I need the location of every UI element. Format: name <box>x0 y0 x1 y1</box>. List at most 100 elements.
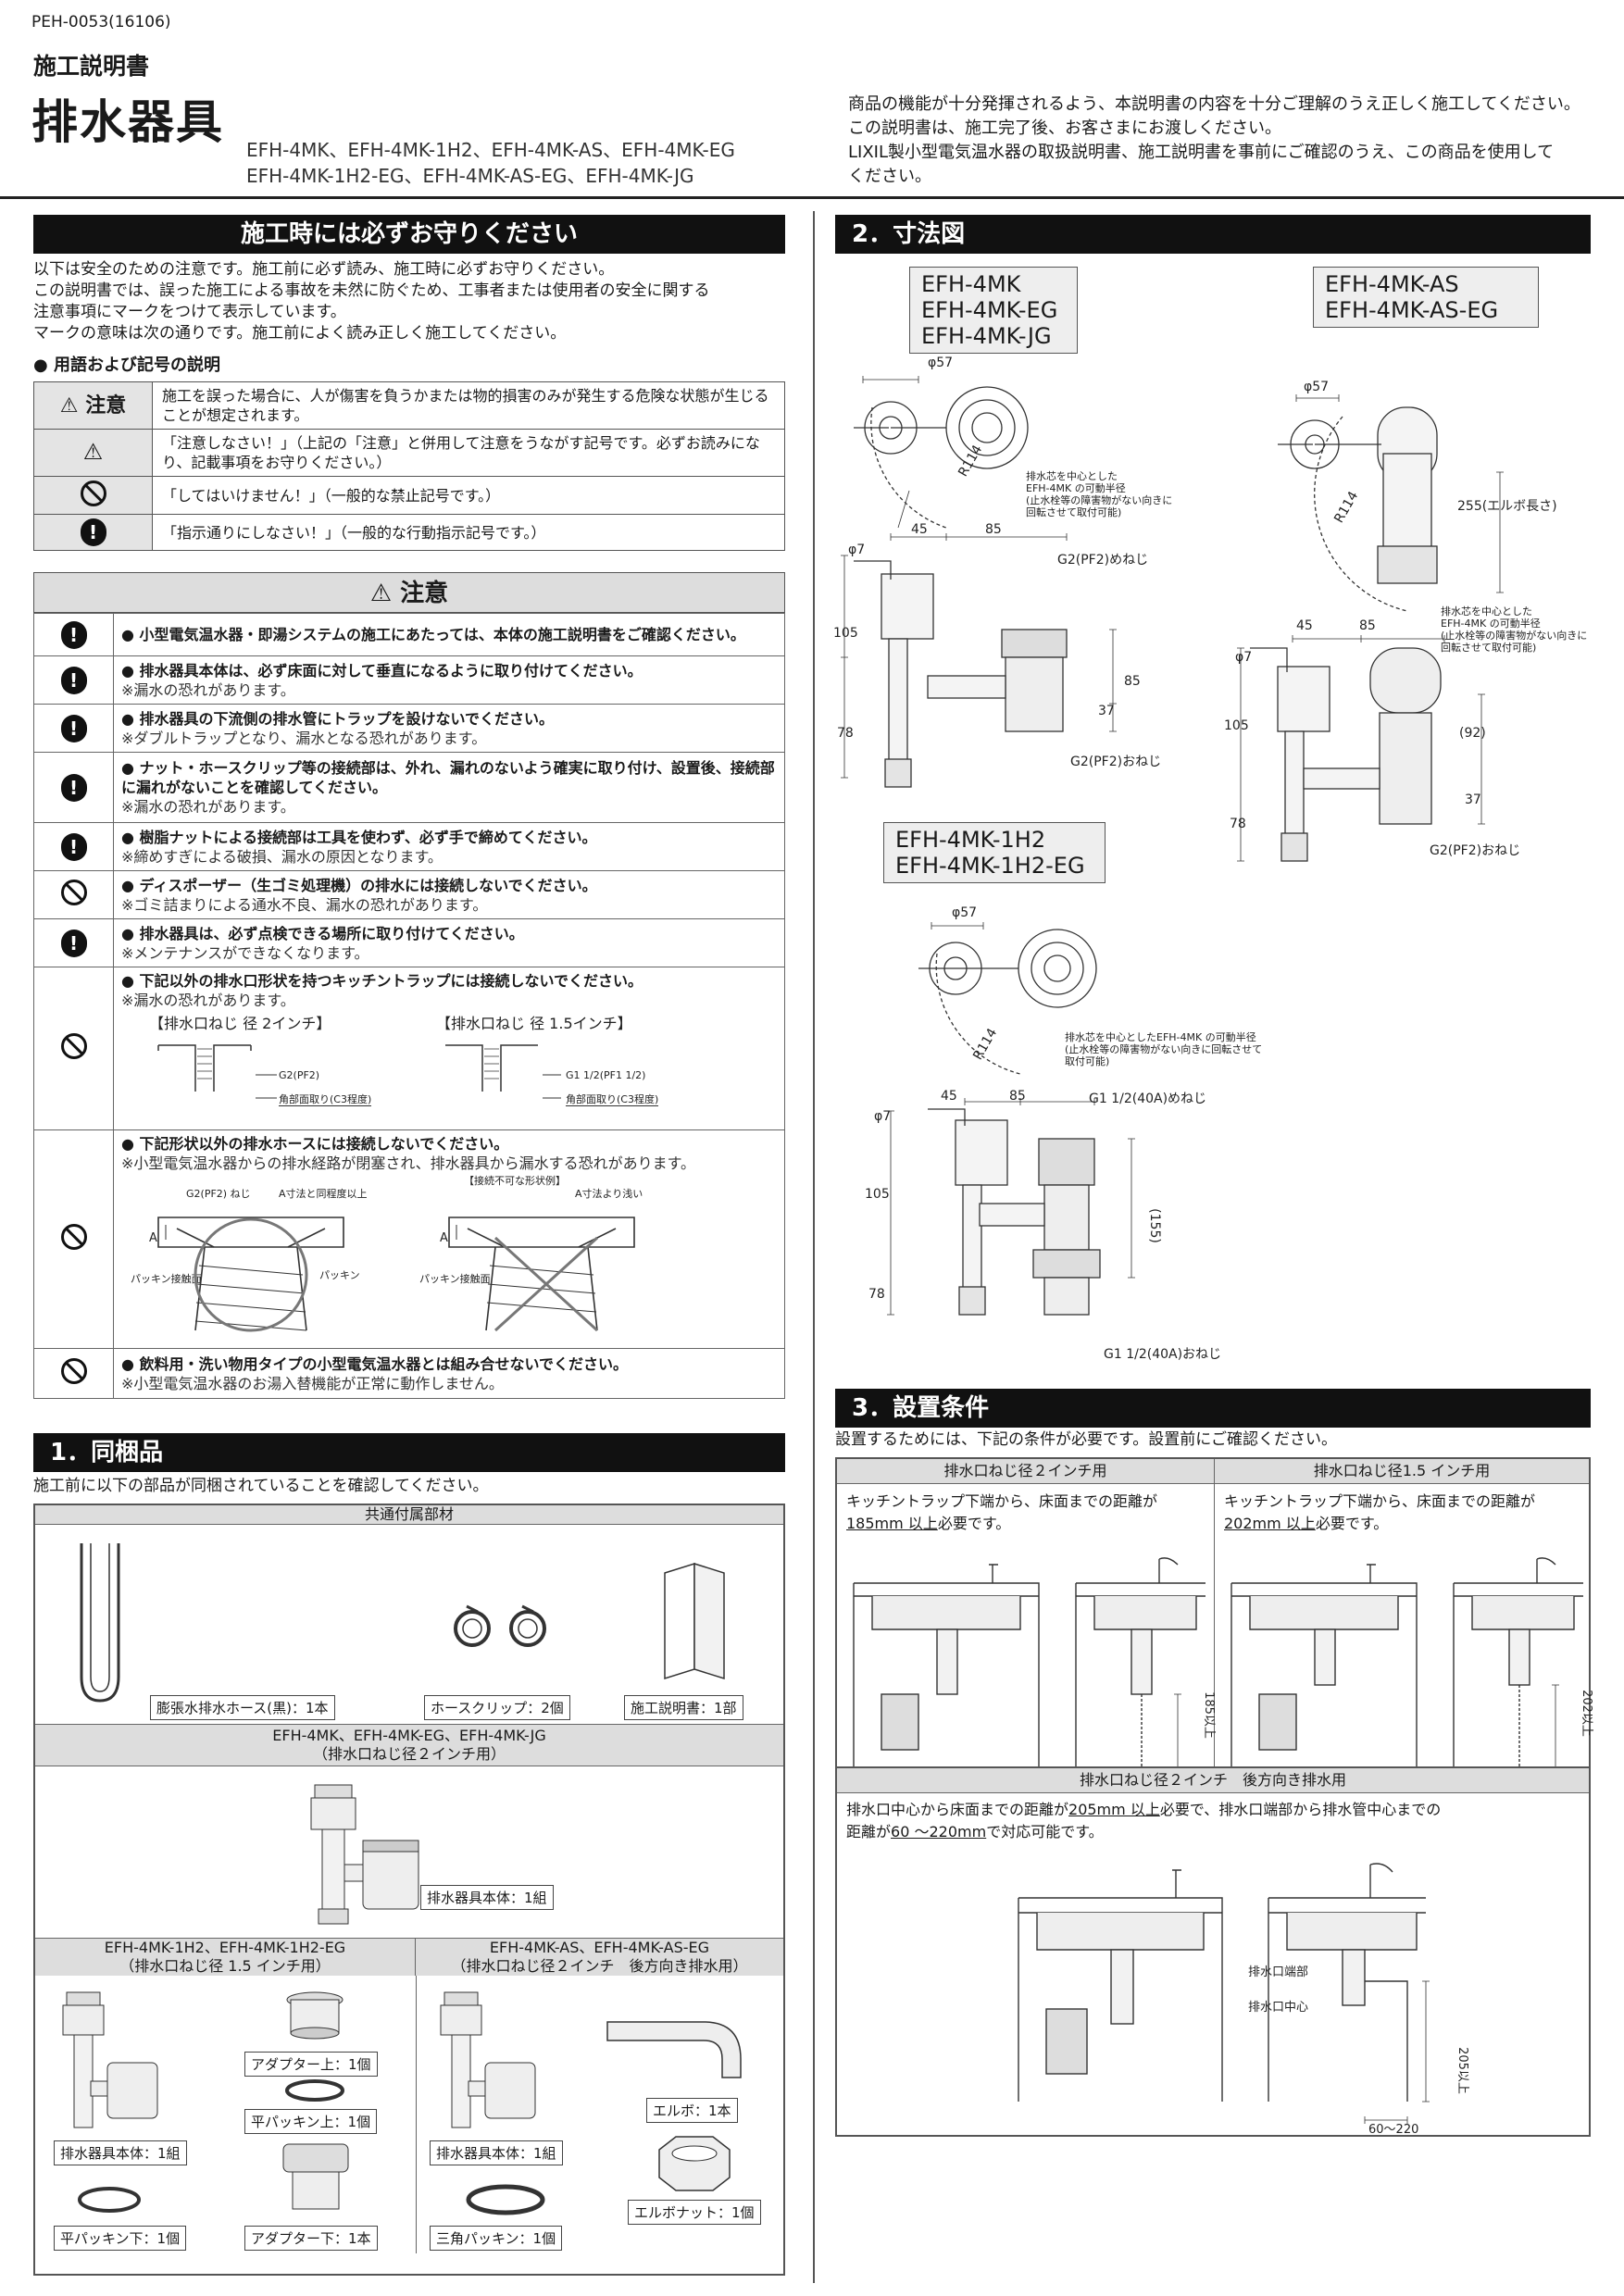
caution-row: !● 排水器具本体は、必ず床面に対して垂直になるように取り付けてください。※漏水… <box>33 655 785 705</box>
safety-intro: 以下は安全のための注意です。施工前に必ず読み、施工時に必ずお守りください。 この… <box>33 260 710 343</box>
condition-head-2inch: 排水口ねじ径２インチ用 <box>837 1459 1214 1484</box>
warning-triangle-icon: ⚠ <box>82 439 104 465</box>
dimension-drawing-4mk-1h2 <box>887 922 1135 1316</box>
condition-divider <box>1214 1459 1215 1774</box>
caution-row: ● 飲料用・洗い物用タイプの小型電気温水器とは組み合せないでください。※小型電気… <box>33 1348 785 1399</box>
common-parts-header: 共通付属部材 <box>35 1505 783 1525</box>
caution-row: !● 樹脂ナットによる接続部は工具を使わず、必ず手で締めてください。※締めすぎに… <box>33 822 785 871</box>
elbow-nut-illustration <box>658 2136 731 2191</box>
mandatory-action-icon: ! <box>60 929 87 957</box>
install-heading: 3．設置条件 <box>835 1389 1591 1428</box>
adapter-up-illustration <box>286 1991 344 2040</box>
caution-row: !● ナット・ホースクリップ等の接続部は、外れ、漏れのないよう確実に取り付け、設… <box>33 752 785 823</box>
group1-header: EFH-4MK、EFH-4MK-EG、EFH-4MK-JG （排水口ねじ径２イン… <box>35 1725 783 1766</box>
prohibition-icon <box>60 1224 87 1250</box>
condition-head-2inch-rear: 排水口ねじ径２インチ 後方向き排水用 <box>837 1768 1589 1793</box>
drain-fitting-1h2-illustration <box>62 1991 158 2128</box>
group2-adapter-up-label: アダプター上：1個 <box>244 2052 378 2077</box>
def-row: ⚠ 「注意しなさい！」（上記の「注意」と併用して注意をうながす記号です。必ずお読… <box>33 429 785 477</box>
mandatory-action-icon: ! <box>60 666 87 694</box>
intro-text: 商品の機能が十分発揮されるよう、本説明書の内容を十分ご理解のうえ正しく施工してく… <box>848 94 1580 186</box>
dimension-drawing-4mk-as <box>1237 394 1504 862</box>
group3-elbow-label: エルボ：1本 <box>646 2098 738 2123</box>
warning-triangle-icon: ⚠ <box>59 393 79 418</box>
caution-row: ● ディスポーザー（生ゴミ処理機）の排水には接続しないでください。※ゴミ詰まりに… <box>33 870 785 919</box>
prohibition-icon <box>60 880 87 905</box>
hose-clip-label: ホースクリップ：2個 <box>424 1695 570 1720</box>
caution-row-hose-shape: ● 下記形状以外の排水ホースには接続しないでください。 ※小型電気温水器からの排… <box>33 1129 785 1349</box>
hose-shape-figures: 【接続不可な形状例】 G2(PF2) ねじ A寸法と同程度以上 A寸法より浅い … <box>121 1173 777 1340</box>
drain-hose-label: 膨張水排水ホース(黒)：1本 <box>150 1695 335 1720</box>
trap-outlet-figures: 【排水口ねじ 径 2インチ】 【排水口ねじ 径 1.5インチ】 G2(PF2) … <box>121 1010 777 1119</box>
caution-heading: ⚠ 注意 <box>33 572 785 613</box>
group2-packing-down-label: 平パッキン下：1個 <box>54 2226 187 2251</box>
document-kind: 施工説明書 <box>33 53 150 80</box>
flat-packing-illustration <box>78 2187 141 2213</box>
model-box-4mk-1h2: EFH-4MK-1H2 EFH-4MK-1H2-EG <box>883 822 1106 883</box>
group3-body-label: 排水器具本体：1組 <box>430 2140 563 2165</box>
condition-text-2inch: キッチントラップ下端から、床面までの距離が 185mm 以上必要です。 <box>846 1492 1158 1532</box>
def-row: ⚠ 注意 施工を誤った場合に、人が傷害を負うかまたは物的損害のみが発生する危険な… <box>33 381 785 430</box>
manual-illustration <box>664 1562 725 1680</box>
hose-clip-illustration <box>454 1604 546 1647</box>
dimension-drawing-4mk <box>841 376 1117 788</box>
condition-text-15inch: キッチントラップ下端から、床面までの距離が 202mm 以上必要です。 <box>1224 1492 1536 1532</box>
symbol-definitions-table: ⚠ 注意 施工を誤った場合に、人が傷害を負うかまたは物的損害のみが発生する危険な… <box>33 381 785 551</box>
install-conditions-top: 排水口ねじ径２インチ用 排水口ねじ径1.5 インチ用 キッチントラップ下端から、… <box>835 1457 1593 1776</box>
install-lead: 設置するためには、下記の条件が必要です。設置前にご確認ください。 <box>835 1430 1337 1449</box>
group3-elbow-nut-label: エルボナット：1個 <box>628 2200 761 2225</box>
drain-fitting-illustration <box>310 1784 419 1925</box>
group3-header: EFH-4MK-AS、EFH-4MK-AS-EG （排水口ねじ径２インチ 後方向… <box>416 1939 783 1976</box>
manual-label: 施工説明書：1部 <box>624 1695 743 1720</box>
document-number: PEH-0053(16106) <box>31 13 171 31</box>
group2-packing-up-label: 平パッキン上：1個 <box>244 2109 378 2134</box>
mandatory-action-icon: ! <box>60 832 87 861</box>
drain-hose-illustration <box>80 1543 120 1703</box>
flat-packing-up-illustration <box>285 2079 344 2102</box>
caution-row-trap-shape: ● 下記以外の排水口形状を持つキッチントラップには接続しないでください。 ※漏水… <box>33 967 785 1130</box>
caution-row: !● 小型電気温水器・即湯システムの施工にあたっては、本体の施工説明書をご確認く… <box>33 613 785 656</box>
condition-head-15inch: 排水口ねじ径1.5 インチ用 <box>1215 1459 1589 1484</box>
group2-header: EFH-4MK-1H2、EFH-4MK-1H2-EG （排水口ねじ径 1.5 イ… <box>35 1939 416 1976</box>
triangle-packing-illustration <box>466 2184 545 2215</box>
model-box-4mk: EFH-4MK EFH-4MK-EG EFH-4MK-JG <box>909 267 1078 354</box>
warning-triangle-icon: ⚠ <box>369 580 393 607</box>
mandatory-action-icon: ! <box>60 773 87 802</box>
prohibition-icon <box>60 1358 87 1384</box>
caution-row: !● 排水器具は、必ず点検できる場所に取り付けてください。※メンテナンスができな… <box>33 918 785 967</box>
group2-group3-row: 排水器具本体：1組 平パッキン下：1個 アダプター上：1個 平パッキン上：1個 … <box>35 1976 783 2253</box>
parts-box: 共通付属部材 膨張水排水ホース(黒)：1本 ホースクリップ：2個 施工説明書：1… <box>33 1504 785 2276</box>
caution-row: !● 排水器具の下流側の排水管にトラップを設けないでください。※ダブルトラップと… <box>33 704 785 753</box>
mandatory-action-icon: ! <box>80 518 106 546</box>
group2-body-label: 排水器具本体：1組 <box>54 2140 187 2165</box>
condition-text-2inch-rear: 排水口中心から床面までの距離が205mm 以上必要で、排水口端部から排水管中心ま… <box>846 1801 1442 1841</box>
header-rule <box>0 196 1624 199</box>
prohibition-icon <box>80 480 106 506</box>
page-title: 排水器具 <box>31 95 224 149</box>
mandatory-action-icon: ! <box>60 714 87 742</box>
sink-diagram-15inch <box>1230 1557 1583 1769</box>
sink-diagram-2inch <box>853 1557 1206 1769</box>
mandatory-action-icon: ! <box>60 620 87 649</box>
definitions-heading: ● 用語および記号の説明 <box>33 356 220 375</box>
column-divider <box>813 211 815 2283</box>
model-box-4mk-as: EFH-4MK-AS EFH-4MK-AS-EG <box>1313 267 1539 328</box>
hose-shape-drawing <box>157 1217 635 1332</box>
elbow-illustration <box>606 2021 742 2078</box>
group-headers-row: EFH-4MK-1H2、EFH-4MK-1H2-EG （排水口ねじ径 1.5 イ… <box>35 1939 783 1976</box>
group2-adapter-down-label: アダプター下：1本 <box>244 2226 378 2251</box>
contents-lead: 施工前に以下の部品が同梱されていることを確認してください。 <box>33 1477 489 1495</box>
model-list: EFH-4MK、EFH-4MK-1H2、EFH-4MK-AS、EFH-4MK-E… <box>246 139 735 187</box>
group1-body-label: 排水器具本体：1組 <box>420 1885 554 1910</box>
dimensions-heading: 2．寸法図 <box>835 215 1591 254</box>
install-conditions-bottom: 排水口ねじ径２インチ 後方向き排水用 排水口中心から床面までの距離が205mm … <box>835 1766 1591 2137</box>
def-row: ! 「指示通りにしなさい！」（一般的な行動指示記号です。） <box>33 514 785 551</box>
safety-heading: 施工時には必ずお守りください <box>33 215 785 254</box>
drain-fitting-as-illustration <box>440 1991 536 2128</box>
def-row: 「してはいけません！」（一般的な禁止記号です。） <box>33 476 785 515</box>
caution-table: !● 小型電気温水器・即湯システムの施工にあたっては、本体の施工説明書をご確認く… <box>33 613 785 1399</box>
sink-diagram-rear <box>1018 1863 1430 2124</box>
adapter-down-illustration <box>282 2143 349 2210</box>
group1-row: 排水器具本体：1組 <box>35 1766 783 1939</box>
prohibition-icon <box>60 1033 87 1059</box>
